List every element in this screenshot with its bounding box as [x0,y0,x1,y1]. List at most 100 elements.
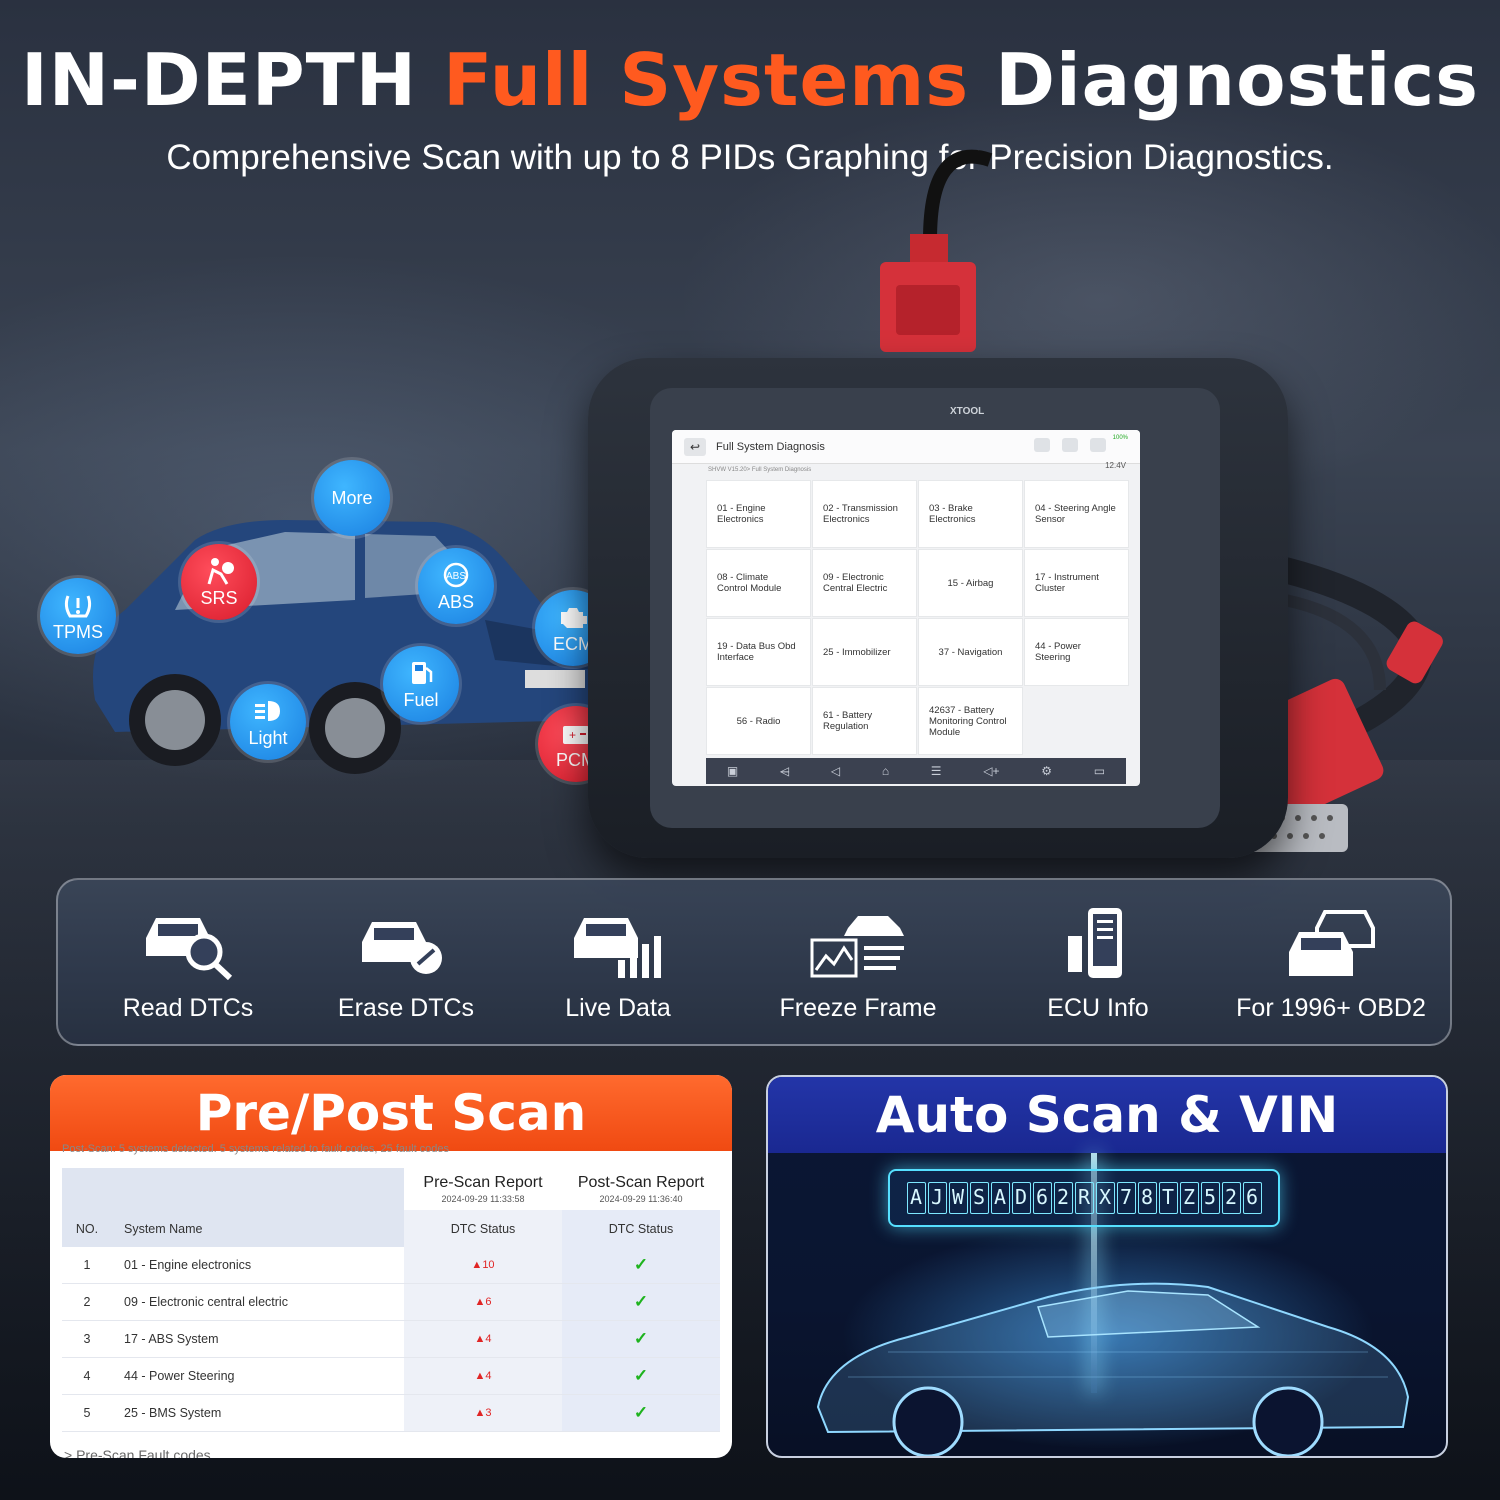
screenshot-icon[interactable]: ▣ [726,764,739,778]
system-cell[interactable]: 17 - Instrument Cluster [1024,549,1129,617]
vin-char: J [927,1182,947,1214]
row-system: 09 - Electronic central electric [124,1295,288,1309]
feature-live-data: Live Data [528,880,708,1048]
subheadline: Comprehensive Scan with up to 8 PIDs Gra… [166,138,1334,177]
autoscan-title: Auto Scan & VIN [768,1077,1446,1153]
row-no: 3 [83,1332,91,1346]
pre-scan-header: Pre-Scan Report 2024-09-29 11:33:58 [404,1168,562,1210]
fuel-label: Fuel [403,689,439,710]
check-icon: ✓ [633,1292,649,1311]
dtc-count: 6 [485,1296,492,1308]
check-icon: ✓ [633,1366,649,1385]
abs-label: ABS [437,591,475,612]
breadcrumb-text: SHVW V15.20> Full System Diagnosis [708,467,812,473]
ecu-phone-icon [1068,908,1122,978]
auto-scan-vin-panel: Auto Scan & VIN A J W S A D 6 2 R X 7 8 … [766,1075,1448,1458]
feature-label: Live Data [565,994,671,1022]
row-system: 17 - ABS System [124,1332,219,1346]
system-cell[interactable]: 01 - Engine Electronics [706,480,811,548]
system-cell[interactable]: 19 - Data Bus Obd Interface [706,618,811,686]
vin-char: 7 [1116,1182,1136,1214]
row-no: 1 [83,1258,91,1272]
system-cell[interactable]: 09 - Electronic Central Electric [812,549,917,617]
pre-scan-date: 2024-09-29 11:33:58 [441,1194,525,1204]
light-bubble: Light [230,684,306,760]
exit-icon[interactable] [1062,438,1078,452]
system-cell[interactable]: 42637 - Battery Monitoring Control Modul… [918,687,1023,755]
vin-char: S [969,1182,989,1214]
car-chart-icon [574,918,661,978]
tpms-bubble: TPMS [40,578,116,654]
vin-char: 6 [1032,1182,1052,1214]
system-cell[interactable]: 02 - Transmission Electronics [812,480,917,548]
table-row: 1 01 - Engine electronics ▲ 10 ✓ [62,1247,720,1284]
feature-freeze-frame: Freeze Frame [758,880,958,1048]
feature-ecu-info: ECU Info [1008,880,1188,1048]
system-cell[interactable]: 56 - Radio [706,687,811,755]
vin-char: X [1095,1182,1115,1214]
row-no: 2 [83,1295,91,1309]
globe-icon[interactable] [1090,438,1106,452]
headline-part1: IN-DEPTH [20,38,418,122]
system-cell[interactable]: 04 - Steering Angle Sensor [1024,480,1129,548]
vci-icon[interactable]: ⚙ [1041,764,1053,778]
system-cell[interactable]: 61 - Battery Regulation [812,687,917,755]
pre-scan-fault-codes-link[interactable]: > Pre-Scan Fault codes [64,1447,211,1458]
car-search-icon [146,918,233,980]
device-screen: ↩ Full System Diagnosis 100% SHVW V15.20… [672,430,1140,786]
feature-obd2: For 1996+ OBD2 [1226,880,1436,1048]
scan-beam [1091,1153,1097,1393]
vin-char: T [1158,1182,1178,1214]
system-cell[interactable]: 25 - Immobilizer [812,618,917,686]
device-brand: XTOOL [950,406,985,417]
screen-header: ↩ Full System Diagnosis 100% [672,430,1140,464]
pre-scan-title: Pre-Scan Report [423,1174,543,1191]
warning-icon: ▲ [474,1296,486,1308]
abs-icon: ABS [443,562,469,587]
dtc-count: 3 [485,1407,492,1419]
feature-label: Freeze Frame [779,994,937,1022]
system-cell[interactable]: 08 - Climate Control Module [706,549,811,617]
column-header: NO. System Name DTC Status DTC Status [62,1210,720,1247]
feature-read-dtcs: Read DTCs [98,880,278,1048]
volume-down-icon[interactable]: ◁̶ [779,764,790,778]
camera-icon[interactable]: ▭ [1093,764,1106,778]
system-cell[interactable]: 03 - Brake Electronics [918,480,1023,548]
engine-icon [561,607,587,628]
row-system: 01 - Engine electronics [124,1258,252,1272]
system-cell[interactable]: 37 - Navigation [918,618,1023,686]
vin-char: 2 [1053,1182,1073,1214]
vin-char: A [906,1182,926,1214]
system-cell[interactable]: 44 - Power Steering [1024,618,1129,686]
more-label: More [331,487,373,508]
screen-title: Full System Diagnosis [716,440,825,453]
headline: IN-DEPTH Full Systems Diagnostics [0,38,1500,122]
wireframe-car-image [816,1282,1410,1456]
table-row: 2 09 - Electronic central electric ▲ 6 ✓ [62,1284,720,1321]
headline-part2: Full Systems [443,38,970,122]
message-icon[interactable] [1034,438,1050,452]
system-cell[interactable]: 15 - Airbag [918,549,1023,617]
ecm-label: ECM [553,633,593,654]
check-icon: ✓ [633,1255,649,1274]
warning-icon: ▲ [474,1407,486,1419]
features-strip: Read DTCs Erase DTCs Live Data Freeze Fr… [56,878,1452,1046]
vin-char: R [1074,1182,1094,1214]
empty-cell [1024,687,1129,755]
volume-up-icon[interactable]: ◁+ [983,764,1000,778]
vin-char: 8 [1137,1182,1157,1214]
airbag-icon [207,557,234,585]
fuel-bubble: Fuel [383,646,459,722]
home-icon[interactable]: ⌂ [881,764,890,778]
vin-char: A [990,1182,1010,1214]
vin-char: Z [1179,1182,1199,1214]
back-nav-icon[interactable]: ◁ [830,764,841,778]
table-row: 3 17 - ABS System ▲ 4 ✓ [62,1321,720,1358]
vin-char: 2 [1221,1182,1241,1214]
car-erase-icon [362,922,442,974]
svg-text:+: + [569,728,576,742]
vin-char: 5 [1200,1182,1220,1214]
back-icon[interactable]: ↩ [684,437,706,456]
warning-icon: ▲ [471,1259,483,1271]
menu-icon[interactable]: ☰ [930,764,942,778]
